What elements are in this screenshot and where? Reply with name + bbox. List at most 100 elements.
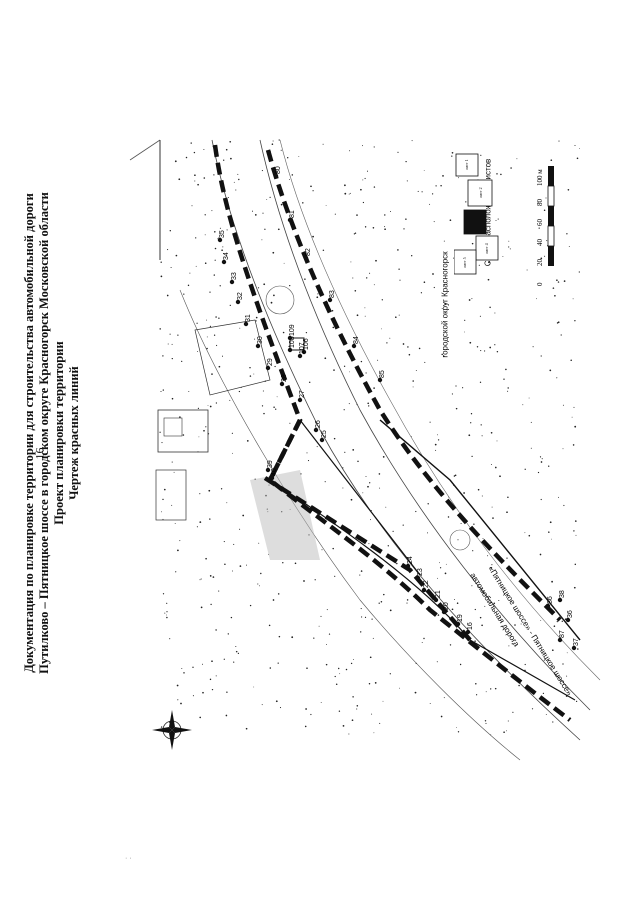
- stipple-dot: [324, 357, 327, 360]
- stipple-dot: [203, 429, 205, 432]
- point-marker: [571, 645, 577, 651]
- boundary-line: [379, 419, 581, 641]
- stipple-dot: [352, 658, 354, 660]
- stipple-dot: [437, 577, 439, 579]
- stipple-dot: [322, 249, 325, 252]
- stipple-dot: [279, 707, 282, 709]
- stipple-dot: [262, 212, 264, 214]
- stipple-dot: [275, 700, 278, 703]
- stipple-dot: [383, 593, 385, 596]
- stipple-dot: [557, 281, 560, 283]
- point-marker: [405, 563, 411, 569]
- stipple-dot: [177, 699, 179, 701]
- stipple-dot: [382, 456, 385, 458]
- parcel-outline: [194, 319, 271, 396]
- stipple-dot: [261, 239, 263, 241]
- stipple-dot: [480, 154, 482, 156]
- stipple-dot: [411, 255, 413, 257]
- point-label: 26: [315, 420, 322, 428]
- stipple-dot: [567, 188, 570, 191]
- scale-tick-label: 100 м: [536, 169, 544, 186]
- stipple-dot: [235, 189, 237, 191]
- stipple-dot: [253, 373, 255, 375]
- stipple-dot: [197, 351, 198, 353]
- stipple-dot: [451, 151, 454, 154]
- stipple-dot: [507, 390, 509, 392]
- stipple-dot: [160, 261, 162, 263]
- stipple-dot: [161, 442, 163, 444]
- stipple-dot: [245, 727, 248, 730]
- point-label: 109: [289, 324, 296, 336]
- stipple-dot: [362, 492, 364, 494]
- stipple-dot: [258, 585, 260, 587]
- stipple-dot: [215, 402, 218, 404]
- stipple-dot: [475, 683, 477, 685]
- sheet-box: [454, 249, 477, 275]
- stipple-dot: [206, 319, 208, 321]
- stipple-dot: [505, 368, 507, 371]
- stipple-dot: [444, 572, 447, 575]
- point-label: 16: [467, 622, 474, 630]
- stipple-dot: [213, 174, 215, 176]
- stipple-dot: [353, 233, 356, 235]
- stipple-dot: [310, 713, 312, 716]
- stipple-dot: [171, 461, 173, 463]
- stipple-dot: [195, 237, 197, 239]
- stipple-dot: [551, 580, 553, 583]
- stipple-dot: [162, 389, 164, 391]
- stipple-dot: [562, 448, 564, 450]
- stipple-dot: [511, 643, 513, 645]
- stipple-dot: [202, 691, 204, 694]
- stipple-dot: [167, 343, 169, 345]
- stipple-dot: [377, 359, 379, 361]
- stipple-dot: [444, 303, 446, 305]
- stipple-dot: [479, 315, 481, 317]
- point-marker: [287, 347, 293, 353]
- stipple-dot: [437, 434, 439, 436]
- stipple-dot: [378, 602, 380, 604]
- stipple-dot: [350, 261, 352, 263]
- hatched-area: [250, 470, 320, 560]
- point-label: 25: [321, 430, 328, 438]
- district-label: городской округ Красногорск: [440, 251, 450, 358]
- stipple-dot: [506, 511, 508, 514]
- stipple-dot: [573, 530, 575, 532]
- building-outline: [155, 469, 187, 521]
- stipple-dot: [411, 140, 413, 142]
- scale-tick-label: 80: [536, 199, 544, 207]
- stipple-dot: [288, 345, 290, 347]
- stipple-dot: [179, 416, 181, 418]
- stipple-dot: [350, 662, 353, 665]
- stipple-dot: [385, 506, 387, 508]
- stipple-dot: [165, 614, 167, 616]
- stipple-dot: [432, 273, 434, 275]
- stipple-dot: [204, 234, 206, 236]
- stipple-dot: [199, 521, 202, 523]
- road-edge: [259, 139, 591, 711]
- stipple-dot: [417, 190, 419, 192]
- stipple-dot: [418, 347, 421, 350]
- stipple-dot: [556, 620, 558, 623]
- stipple-dot: [352, 696, 354, 698]
- stipple-dot: [231, 452, 233, 454]
- point-label: 21: [435, 590, 442, 598]
- stipple-dot: [305, 331, 308, 334]
- point-label: 106: [303, 338, 310, 350]
- stipple-dot: [503, 378, 505, 380]
- stipple-dot: [545, 197, 547, 199]
- stipple-dot: [556, 322, 559, 324]
- stipple-dot: [524, 532, 526, 534]
- stipple-dot: [431, 193, 434, 195]
- stipple-dot: [312, 235, 314, 238]
- stipple-dot: [507, 720, 509, 722]
- stipple-dot: [403, 228, 405, 230]
- sheet-label: лист 5: [462, 257, 467, 268]
- stipple-dot: [491, 506, 493, 508]
- stipple-dot: [194, 174, 196, 177]
- stipple-dot: [196, 526, 198, 528]
- stipple-dot: [369, 482, 371, 484]
- stipple-dot: [344, 184, 346, 187]
- stipple-dot: [471, 242, 474, 245]
- stipple-dot: [514, 624, 516, 626]
- stipple-dot: [554, 294, 556, 297]
